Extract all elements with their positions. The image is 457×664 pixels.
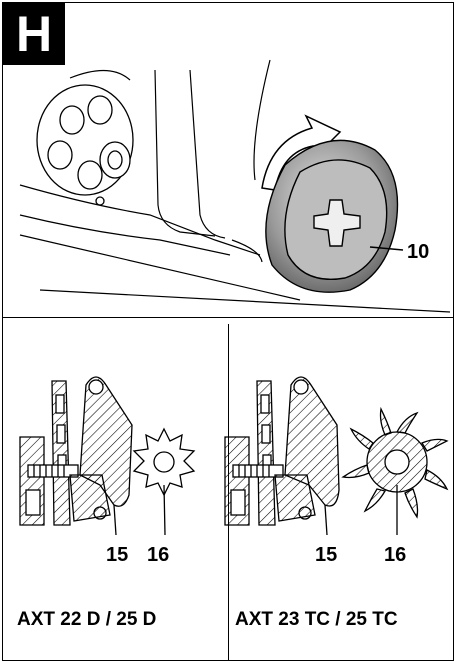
right-mechanism-illustration [224,376,449,536]
top-illustration [19,59,451,313]
callout-16-left: 16 [147,544,170,566]
callout-16-right: 16 [384,544,407,566]
left-mechanism-illustration [19,376,196,536]
callout-10: 10 [407,241,430,263]
caption-right: AXT 23 TC / 25 TC [235,609,398,630]
housing-outline [19,59,451,313]
knob [36,84,134,206]
callout-15-left: 15 [106,544,129,566]
figure-letter-badge: H [3,3,65,65]
cap-part-10 [265,139,404,293]
caption-left: AXT 22 D / 25 D [17,609,157,630]
rotation-arrow [261,114,342,191]
horizontal-divider [2,317,454,318]
callout-15-right: 15 [315,544,338,566]
